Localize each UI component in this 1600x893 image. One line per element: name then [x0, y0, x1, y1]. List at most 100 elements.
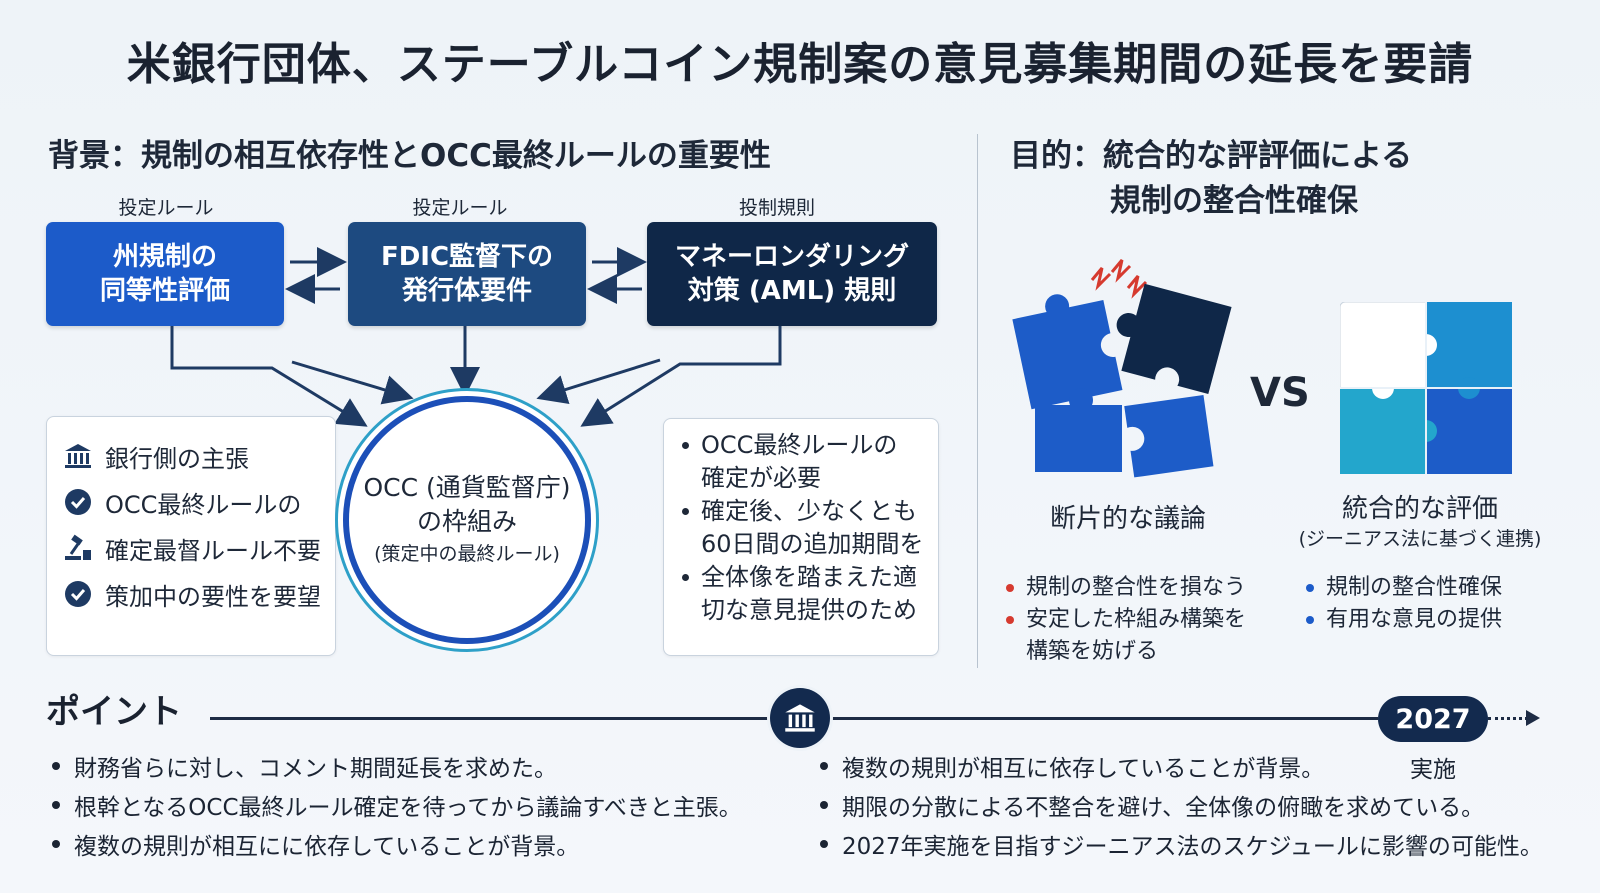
claim-item-text: 確定最督ルール不要 — [105, 536, 321, 565]
check-circle-icon — [63, 579, 93, 609]
occ-circle-line3: (策定中の最終ルール) — [374, 543, 560, 565]
note-line: 確定が必要 — [701, 464, 821, 492]
rule-box-state-equivalence: 州規制の 同等性評価 — [46, 222, 284, 326]
timeline-dotted — [1488, 717, 1528, 720]
bullet-dot — [682, 574, 689, 581]
rule-box-line: 同等性評価 — [99, 276, 230, 306]
arrow-to-center-5 — [536, 358, 661, 405]
occ-notes-card: OCC最終ルールの確定が必要 確定後、少なくとも 60日間の追加期間を 全体像を踏… — [663, 418, 939, 656]
note-line: 切な意見提供のため — [701, 596, 917, 624]
bullet-dot — [52, 839, 60, 848]
arrow-to-center-1 — [170, 326, 368, 427]
year-caption: 実施 — [1410, 757, 1456, 783]
rule-box-line: 対策 (AML) 規則 — [687, 276, 897, 306]
point-item: 複数の規則が相互に依存していることが背景。 — [820, 746, 1543, 785]
point-item: 期限の分散による不整合を避け、全体像の俯瞰を求めている。 — [820, 785, 1543, 824]
bullet-dot — [52, 761, 60, 770]
blue-dot — [1306, 584, 1314, 592]
red-dot — [1006, 584, 1014, 592]
bullet-dot — [52, 800, 60, 809]
bullet-text: 規制の整合性確保 — [1326, 575, 1503, 600]
rule-label-2: 投定ルール — [412, 197, 508, 219]
note-item: 全体像を踏まえた適切な意見提供のため — [682, 561, 924, 627]
claim-item-text: 策加中の要性を要望 — [105, 582, 321, 611]
integrated-title: 統合的な評価 — [1341, 494, 1498, 524]
rule-box-aml: マネーロンダリング 対策 (AML) 規則 — [647, 222, 937, 326]
note-item: 確定後、少なくとも 60日間の追加期間を — [682, 495, 924, 561]
gavel-icon — [63, 533, 93, 563]
bullet-dot — [820, 800, 828, 809]
claim-item-text: OCC最終ルールの — [105, 490, 302, 519]
purpose-heading-line1: 目的：統合的な評評価による — [1010, 138, 1413, 174]
rule-box-line: 発行体要件 — [401, 276, 532, 306]
red-dot — [1006, 616, 1014, 624]
point-text: 複数の規則が相互にに依存していることが背景。 — [74, 833, 580, 860]
fragmented-bullets: 規制の整合性を損なう 安定した枠組み構築を 構築を妨げる — [1006, 572, 1246, 668]
points-heading: ポイント — [46, 692, 182, 732]
note-line: 全体像を踏まえた適 — [701, 563, 917, 591]
note-line: 60日間の追加期間を — [701, 530, 924, 558]
point-text: 期限の分散による不整合を避け、全体像の俯瞰を求めている。 — [842, 794, 1485, 821]
bullet-text: 有用な意見の提供 — [1326, 607, 1503, 632]
point-text: 財務省らに対し、コメント期間延長を求めた。 — [74, 755, 557, 782]
blue-dot — [1306, 616, 1314, 624]
fragmented-title: 断片的な議論 — [1050, 504, 1207, 534]
integrated-bullets: 規制の整合性確保 有用な意見の提供 — [1306, 572, 1502, 636]
fragmented-bullet: 規制の整合性を損なう — [1006, 572, 1246, 604]
bullet-dot — [682, 442, 689, 449]
rule-box-fdic-issuer: FDIC監督下の 発行体要件 — [348, 222, 586, 326]
flow-arrows — [170, 247, 782, 427]
point-item: 財務省らに対し、コメント期間延長を求めた。 — [52, 746, 742, 785]
bullet-dot — [820, 761, 828, 770]
rule-box-line: FDIC監督下の — [380, 241, 554, 272]
claim-item: 確定最督ルール不要 — [63, 525, 321, 571]
claims-heading-row: 銀行側の主張 — [63, 433, 321, 479]
integrated-subtitle: (ジーニアス法に基づく連携) — [1298, 528, 1542, 550]
bullet-dot — [682, 508, 689, 515]
occ-framework-circle: OCC (通貨監督庁) の枠組み (策定中の最終ルール) — [343, 396, 591, 644]
fragmented-bullet: 安定した枠組み構築を — [1006, 604, 1246, 636]
rule-label-3: 投制規則 — [738, 197, 815, 219]
rule-box-line: マネーロンダリング — [674, 241, 909, 272]
background-heading: 背景：規制の相互依存性とOCC最終ルールの重要性 — [48, 138, 771, 174]
integrated-puzzle-icon — [1340, 302, 1512, 474]
point-text: 複数の規則が相互に依存していることが背景。 — [842, 755, 1325, 782]
page-title: 米銀行団体、ステーブルコイン規制案の意見募集期間の延長を要請 — [126, 39, 1474, 90]
bullet-dot — [820, 839, 828, 848]
integrated-bullet: 規制の整合性確保 — [1306, 572, 1502, 604]
spark-icon — [1090, 259, 1148, 299]
year-badge: 2027 — [1378, 696, 1488, 742]
note-line: 確定後、少なくとも — [701, 497, 917, 525]
purpose-heading-line2: 規制の整合性確保 — [1110, 183, 1358, 219]
check-circle-icon — [63, 487, 93, 517]
integrated-bullet: 有用な意見の提供 — [1306, 604, 1502, 636]
bank-icon — [785, 704, 815, 732]
fragmented-bullet: 構築を妨げる — [1006, 636, 1246, 668]
note-item: OCC最終ルールの確定が必要 — [682, 429, 924, 495]
point-text: 根幹となるOCC最終ルール確定を待ってから議論すべきと主張。 — [74, 794, 742, 821]
timeline-arrow-icon — [1526, 710, 1540, 726]
rule-label-1: 投定ルール — [118, 197, 214, 219]
claims-heading: 銀行側の主張 — [105, 444, 249, 473]
fragmented-puzzle-icon — [1012, 259, 1232, 478]
bullet-text: 規制の整合性を損なう — [1026, 575, 1247, 600]
points-left-list: 財務省らに対し、コメント期間延長を求めた。 根幹となるOCC最終ルール確定を待っ… — [52, 746, 742, 863]
occ-circle-line2: の枠組み — [416, 507, 517, 536]
section-divider — [977, 134, 978, 668]
timeline-bank-marker — [770, 688, 830, 748]
point-item: 根幹となるOCC最終ルール確定を待ってから議論すべきと主張。 — [52, 785, 742, 824]
arrow-to-center-3 — [580, 326, 782, 427]
rule-box-line: 州規制の — [112, 241, 217, 272]
bullet-text: 構築を妨げる — [1026, 639, 1159, 664]
claim-item: 策加中の要性を要望 — [63, 571, 321, 617]
occ-circle-line1: OCC (通貨監督庁) — [363, 473, 571, 502]
bank-claims-card: 銀行側の主張 OCC最終ルールの 確定最督ルール不要 策加中の要性を要望 — [46, 416, 336, 656]
arrow-to-center-4 — [291, 360, 414, 405]
bank-icon — [63, 441, 93, 471]
point-text: 2027年実施を目指すジーニアス法のスケジュールに影響の可能性。 — [842, 833, 1543, 860]
point-item: 複数の規則が相互にに依存していることが背景。 — [52, 824, 742, 863]
vs-label: VS — [1250, 370, 1310, 416]
note-line: OCC最終ルールの — [701, 431, 898, 459]
point-item: 2027年実施を目指すジーニアス法のスケジュールに影響の可能性。 — [820, 824, 1543, 863]
claim-item: OCC最終ルールの — [63, 479, 321, 525]
